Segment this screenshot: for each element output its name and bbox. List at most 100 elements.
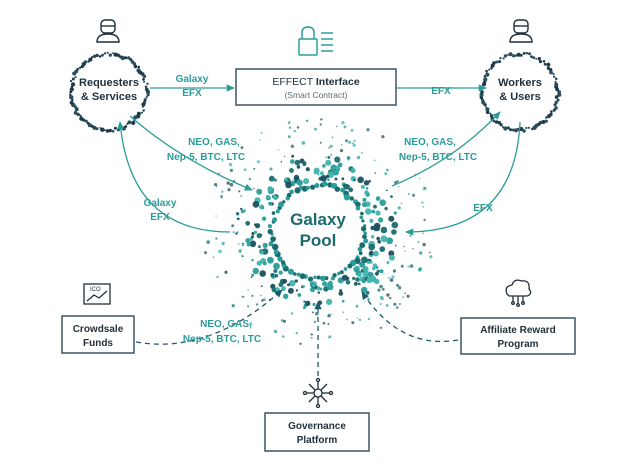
- pool-dot: [388, 296, 392, 300]
- pool-dot: [288, 126, 292, 129]
- network-hub-icon: [302, 377, 334, 409]
- pool-dot: [361, 286, 368, 294]
- pool-dot: [422, 232, 424, 234]
- pool-dot: [379, 269, 384, 274]
- pool-dot: [378, 217, 384, 223]
- pool-dot: [267, 224, 272, 229]
- ring-dot: [129, 58, 133, 62]
- pool-dot: [215, 237, 218, 240]
- pool-dot: [289, 189, 294, 195]
- pool-dot: [252, 267, 259, 275]
- pool-dot: [294, 279, 298, 283]
- pool-dot: [373, 159, 376, 162]
- pool-dot: [269, 167, 273, 171]
- ring-dot: [69, 95, 74, 100]
- ring-dot: [546, 62, 551, 67]
- pool-dot: [260, 294, 262, 296]
- pool-dot: [363, 231, 368, 235]
- ring-dot: [555, 87, 559, 92]
- pool-dot: [369, 275, 377, 283]
- governance-label-2: Platform: [297, 435, 338, 446]
- pool-dot: [422, 206, 425, 208]
- ring-dot: [142, 109, 145, 112]
- workers-user-icon: [509, 19, 533, 43]
- pool-dot: [303, 178, 310, 185]
- pool-dot: [390, 195, 393, 198]
- workers-label-1: Workers: [498, 77, 542, 89]
- ring-dot: [481, 98, 484, 102]
- pool-dot: [328, 147, 331, 149]
- pool-dot: [236, 231, 239, 233]
- pool-dot: [287, 287, 294, 294]
- pool-dot: [365, 187, 369, 190]
- pool-dot: [275, 209, 280, 214]
- crowdsale-box: [61, 315, 135, 354]
- ico-chart-icon: [83, 283, 111, 305]
- ring-dot: [73, 111, 78, 115]
- pool-dot: [343, 194, 351, 201]
- pool-dot: [341, 177, 345, 181]
- pool-dot: [385, 304, 389, 307]
- ring-dot: [485, 72, 490, 77]
- pool-dot: [365, 208, 372, 215]
- pool-dot: [392, 269, 396, 273]
- effect-interface-title: EFFECT Interface: [272, 76, 360, 88]
- pool-dot: [339, 149, 344, 153]
- ring-dot: [71, 82, 76, 87]
- ring-dot: [127, 56, 131, 60]
- ring-dot: [503, 54, 508, 58]
- pool-dot: [256, 233, 262, 239]
- pool-dot: [361, 152, 363, 154]
- ring-dot: [84, 119, 88, 123]
- pool-dot: [355, 304, 359, 308]
- pool-dot: [345, 139, 348, 143]
- pool-dot: [349, 196, 354, 201]
- pool-dot: [369, 260, 373, 264]
- ring-dot: [557, 92, 562, 97]
- pool-dot: [285, 181, 292, 189]
- ring-dot: [527, 126, 531, 129]
- pool-dot: [253, 230, 258, 235]
- pool-dot: [328, 335, 332, 339]
- ring-dot: [498, 60, 501, 64]
- pool-dot: [386, 261, 390, 264]
- ring-dot: [108, 53, 113, 57]
- pool-dot: [362, 197, 367, 202]
- pool-dot: [403, 245, 405, 248]
- pool-dot: [229, 182, 234, 187]
- pool-dot: [296, 165, 301, 169]
- pool-dot: [226, 181, 230, 185]
- ring-dot: [126, 122, 129, 125]
- edge-label-workers-pool-efx: EFX: [473, 203, 493, 214]
- pool-dot: [267, 186, 274, 193]
- effect-interface-box: [235, 68, 397, 106]
- pool-dot: [375, 210, 381, 216]
- pool-dot: [330, 276, 335, 281]
- ring-dot: [69, 100, 74, 105]
- pool-dot: [422, 242, 426, 247]
- ring-dot: [550, 110, 553, 113]
- pool-dot: [293, 174, 300, 180]
- galaxy-pool-dots: [204, 118, 433, 345]
- pool-dot: [352, 143, 356, 147]
- ring-dot: [146, 93, 150, 97]
- pool-dot: [412, 247, 414, 250]
- ring-dot: [79, 116, 84, 121]
- pool-dot: [393, 302, 397, 306]
- ring-dot: [142, 74, 147, 79]
- edge-label-interface-workers: EFX: [431, 86, 451, 97]
- pool-dot: [260, 285, 263, 288]
- ring-dot: [499, 57, 502, 60]
- pool-dot: [227, 188, 231, 192]
- pool-dot: [343, 267, 348, 271]
- pool-dot: [367, 297, 370, 301]
- pool-dot: [246, 305, 250, 308]
- ring-dot: [112, 52, 115, 55]
- pool-dot: [406, 294, 410, 298]
- pool-dot: [294, 187, 301, 194]
- pool-dot: [345, 280, 351, 285]
- pool-dot: [299, 342, 302, 345]
- ring-dot: [503, 126, 508, 131]
- ring-dot: [554, 77, 558, 81]
